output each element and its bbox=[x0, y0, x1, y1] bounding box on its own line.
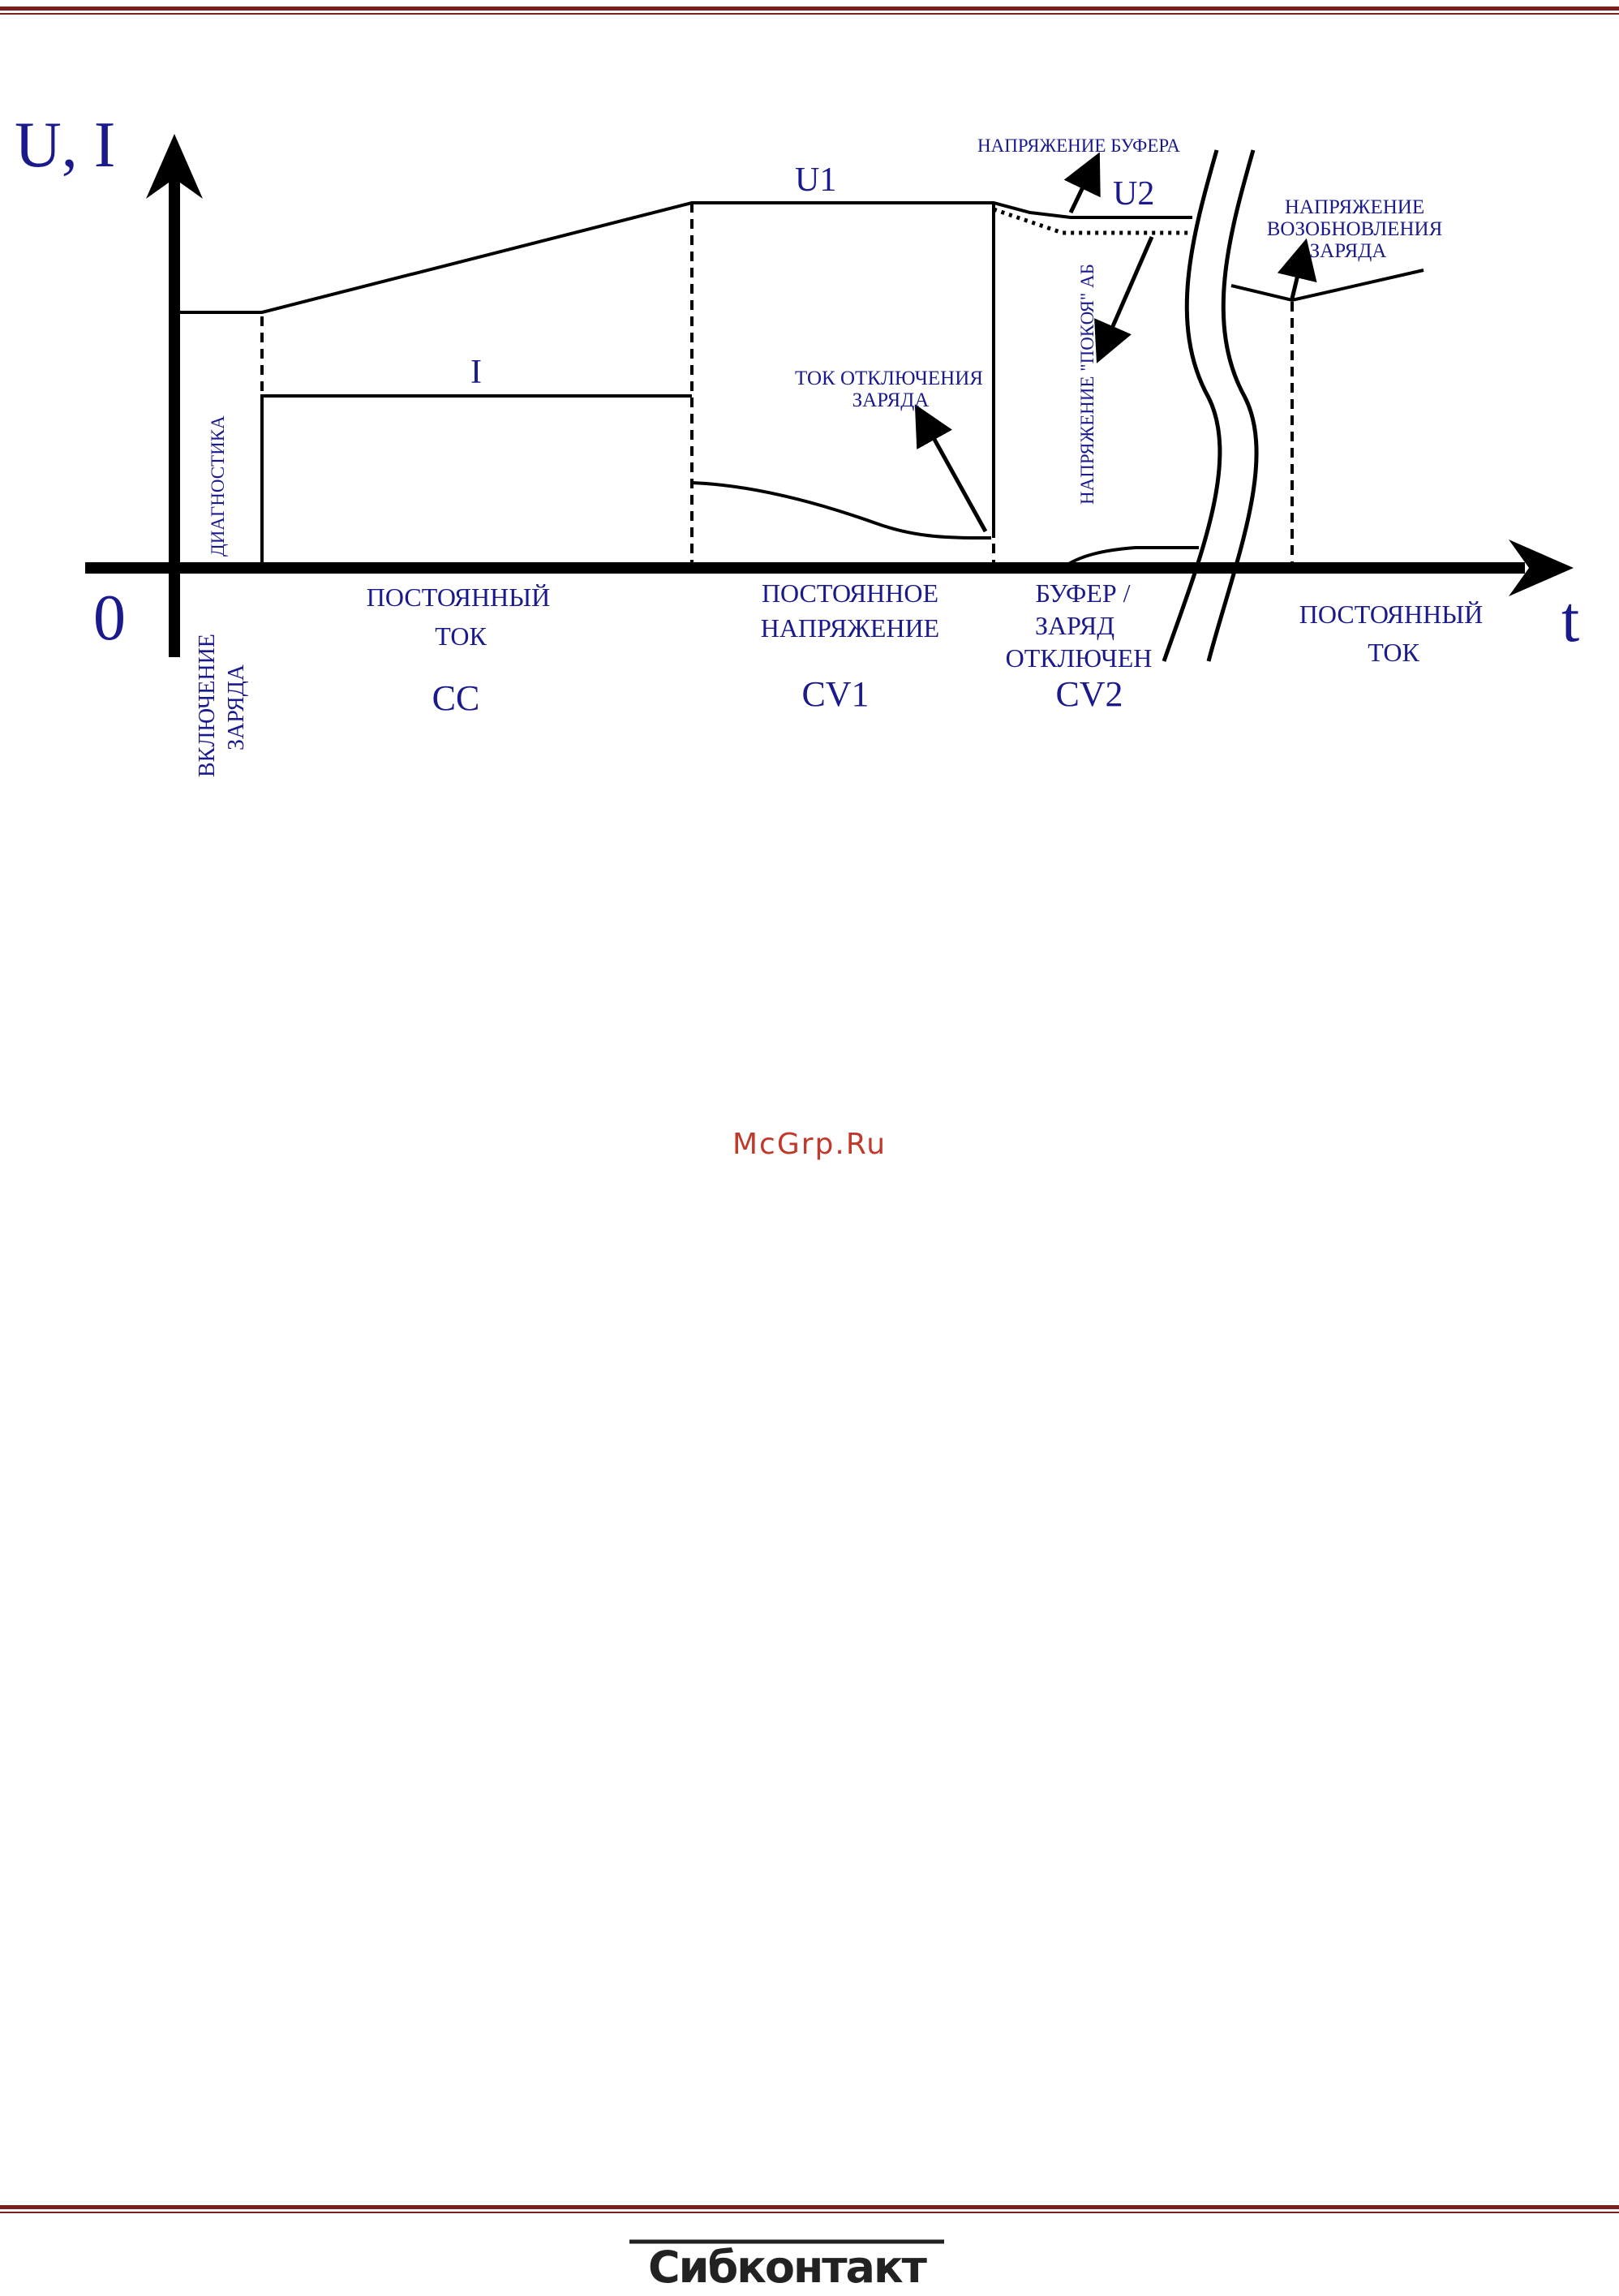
svg-text:ЗАРЯД: ЗАРЯД bbox=[1035, 611, 1114, 640]
x-axis-label: t bbox=[1561, 584, 1579, 656]
svg-text:БУФЕР /: БУФЕР / bbox=[1035, 578, 1130, 608]
svg-text:CC: CC bbox=[432, 678, 480, 718]
svg-text:ПОСТОЯННОЕ: ПОСТОЯННОЕ bbox=[762, 578, 938, 608]
svg-text:ОТКЛЮЧЕН: ОТКЛЮЧЕН bbox=[1006, 643, 1153, 673]
svg-text:ТОК: ТОК bbox=[1368, 638, 1419, 667]
voltage-curve bbox=[180, 203, 1192, 312]
y-axis-label: U, I bbox=[15, 110, 115, 181]
svg-text:НАПРЯЖЕНИЕ: НАПРЯЖЕНИЕ bbox=[761, 613, 939, 643]
arrow-resume bbox=[1292, 258, 1302, 299]
svg-text:ВОЗОБНОВЛЕНИЯ: ВОЗОБНОВЛЕНИЯ bbox=[1267, 218, 1443, 240]
time-break bbox=[1164, 150, 1256, 661]
bottom-rule-thin bbox=[0, 2212, 1619, 2213]
svg-text:ЗАРЯДА: ЗАРЯДА bbox=[224, 664, 249, 750]
phase-dividers bbox=[262, 203, 1292, 568]
label-resume-voltage: НАПРЯЖЕНИЕ ВОЗОБНОВЛЕНИЯ ЗАРЯДА bbox=[1267, 196, 1443, 262]
label-u1: U1 bbox=[795, 161, 836, 199]
label-u2: U2 bbox=[1113, 175, 1154, 213]
svg-text:ТОК ОТКЛЮЧЕНИЯ: ТОК ОТКЛЮЧЕНИЯ bbox=[795, 368, 983, 389]
phase-cv1: ПОСТОЯННОЕ НАПРЯЖЕНИЕ CV1 bbox=[761, 578, 939, 714]
svg-text:ПОСТОЯННЫЙ: ПОСТОЯННЫЙ bbox=[1299, 600, 1483, 629]
label-rest-voltage: НАПРЯЖЕНИЕ "ПОКОЯ" АБ bbox=[1077, 264, 1097, 505]
phase-cc: ПОСТОЯННЫЙ ТОК CC bbox=[367, 583, 550, 718]
svg-text:CV1: CV1 bbox=[801, 674, 869, 714]
svg-text:ЗАРЯДА: ЗАРЯДА bbox=[1310, 240, 1387, 262]
current-curve bbox=[262, 396, 692, 568]
label-cutoff-current: ТОК ОТКЛЮЧЕНИЯ ЗАРЯДА bbox=[795, 368, 983, 411]
label-diagnostics: ДИАГНОСТИКА bbox=[208, 415, 228, 557]
annotation-arrows bbox=[925, 170, 1302, 531]
svg-text:Сибконтакт: Сибконтакт bbox=[648, 2242, 928, 2292]
label-i: I bbox=[470, 354, 482, 391]
origin-label: 0 bbox=[93, 583, 126, 654]
rest-voltage-dotted bbox=[994, 209, 1188, 233]
arrow-rest bbox=[1105, 237, 1152, 345]
bottom-rule bbox=[0, 2205, 1619, 2209]
label-buffer-voltage: НАПРЯЖЕНИЕ БУФЕРА bbox=[977, 135, 1180, 156]
svg-text:CV2: CV2 bbox=[1055, 674, 1123, 714]
phase-cc-again: ПОСТОЯННЫЙ ТОК bbox=[1299, 600, 1483, 667]
svg-text:ПОСТОЯННЫЙ: ПОСТОЯННЫЙ bbox=[367, 583, 550, 612]
arrow-buffer bbox=[1071, 170, 1091, 213]
arrow-cutoff bbox=[925, 422, 986, 531]
sibkontakt-logo: Сибконтакт bbox=[625, 2235, 949, 2292]
phase-cv2: БУФЕР / ЗАРЯД ОТКЛЮЧЕН CV2 bbox=[1006, 578, 1153, 714]
label-charge-on: ВКЛЮЧЕНИЕ ЗАРЯДА bbox=[195, 634, 249, 777]
svg-text:НАПРЯЖЕНИЕ: НАПРЯЖЕНИЕ bbox=[1285, 196, 1424, 218]
svg-text:ЗАРЯДА: ЗАРЯДА bbox=[852, 389, 930, 411]
watermark: McGrp.Ru bbox=[0, 1128, 1619, 1161]
resume-voltage-curve bbox=[1231, 270, 1424, 300]
charge-diagram: U, I 0 t U1 U2 I НАПРЯЖЕНИЕ БУФЕРА НАПРЯ… bbox=[0, 0, 1619, 811]
svg-text:ВКЛЮЧЕНИЕ: ВКЛЮЧЕНИЕ bbox=[195, 634, 220, 777]
current-taper bbox=[692, 483, 991, 538]
svg-text:ТОК: ТОК bbox=[435, 621, 487, 651]
